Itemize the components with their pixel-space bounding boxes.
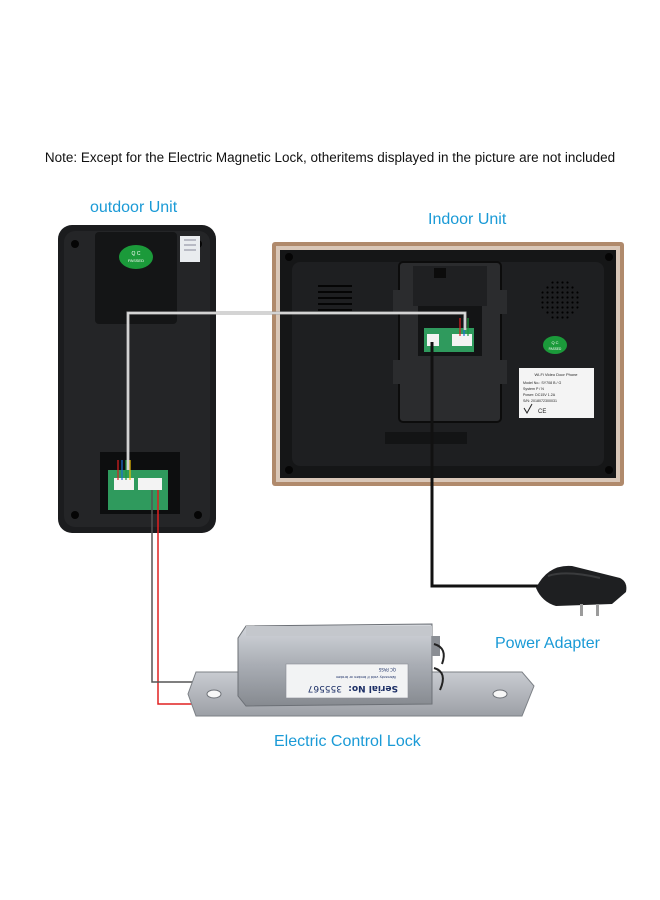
qc-passed-text: PASSED bbox=[128, 258, 144, 263]
power-adapter-label: Power Adapter bbox=[495, 635, 600, 652]
serial-number: 355567 bbox=[308, 683, 342, 693]
qc-sticker-outdoor: Q C PASSED bbox=[119, 245, 153, 269]
indoor-unit-label: Indoor Unit bbox=[428, 211, 507, 228]
mounting-hole bbox=[206, 689, 222, 699]
note-text: Note: Except for the Electric Magnetic L… bbox=[44, 150, 616, 165]
wire-red-lock bbox=[157, 490, 198, 705]
electric-lock-label: Electric Control Lock bbox=[274, 733, 421, 750]
spec-line: Power: DC15V 1.2A bbox=[523, 393, 556, 397]
pass-text: QC PASS bbox=[378, 667, 396, 672]
check-icon bbox=[523, 403, 533, 414]
plug-prong bbox=[596, 604, 599, 616]
qc-text: Q C bbox=[132, 251, 141, 257]
screw-icon bbox=[285, 466, 293, 474]
spec-line: System P / N bbox=[523, 387, 544, 391]
indoor-unit: Q C PASSED Wi-Fi Video Door Phone Model … bbox=[272, 242, 624, 486]
wire-black-lock bbox=[151, 490, 198, 683]
serial-label-text: Serial No: bbox=[348, 683, 398, 693]
warranty-text: Warranty void if broken or broken bbox=[336, 675, 396, 679]
spec-title: Wi-Fi Video Door Phone bbox=[534, 372, 578, 377]
wire-black-power bbox=[430, 342, 541, 588]
speaker-grille bbox=[540, 280, 580, 320]
serial-label: Serial No: 355567 Warranty void if broke… bbox=[285, 663, 409, 699]
spec-line: S/N: 2018072300031 bbox=[523, 399, 557, 403]
screw-icon bbox=[285, 253, 293, 261]
power-adapter bbox=[536, 565, 627, 616]
outdoor-unit-label: outdoor Unit bbox=[90, 199, 178, 216]
outdoor-unit: Q C PASSED bbox=[58, 225, 216, 533]
screw-icon bbox=[194, 511, 202, 519]
qc-sticker-indoor: Q C PASSED bbox=[543, 336, 567, 354]
screw-icon bbox=[71, 240, 79, 248]
screw-icon bbox=[605, 253, 613, 261]
barcode-label bbox=[180, 236, 200, 262]
mounting-hole bbox=[492, 689, 508, 699]
qc-text: Q C bbox=[551, 340, 558, 345]
vent-grille bbox=[318, 285, 352, 311]
electric-lock: Serial No: 355567 Warranty void if broke… bbox=[187, 623, 535, 717]
spec-line: Model No.: SY708 B / G bbox=[523, 381, 562, 385]
qc-passed-text: PASSED bbox=[549, 347, 562, 351]
screw-icon bbox=[605, 466, 613, 474]
spec-label: Wi-Fi Video Door Phone Model No.: SY708 … bbox=[519, 368, 594, 418]
plug-prong bbox=[580, 604, 583, 616]
ce-mark: CE bbox=[538, 409, 546, 415]
screw-icon bbox=[71, 511, 79, 519]
